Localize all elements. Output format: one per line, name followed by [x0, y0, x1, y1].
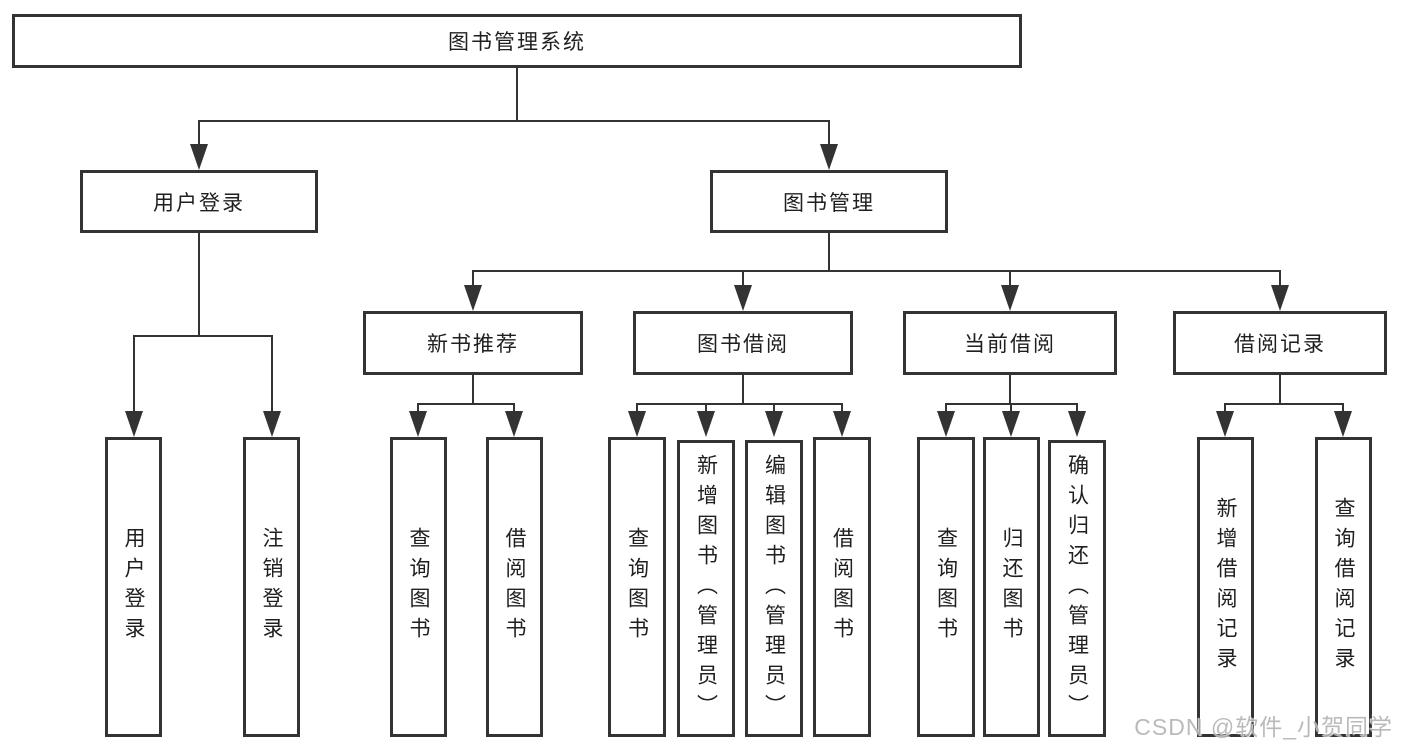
arrow-head [937, 411, 955, 437]
connector-line [841, 403, 843, 411]
node-borrowing-records: 借阅记录 [1173, 311, 1387, 375]
connector-line [742, 375, 744, 405]
node-user-login: 用户登录 [80, 170, 318, 233]
connector-line [198, 120, 200, 144]
connector-line [513, 403, 515, 411]
connector-line [1279, 375, 1281, 405]
node-label: 归还图书 [1000, 527, 1023, 647]
watermark: CSDN @软件_小贺同学 [1134, 714, 1393, 740]
arrow-head [697, 411, 715, 437]
node-root-library-management-system: 图书管理系统 [12, 14, 1022, 68]
connector-line [198, 233, 200, 337]
node-current-borrowing: 当前借阅 [903, 311, 1117, 375]
leaf-add-borrow-record: 新增借阅记录 [1197, 437, 1254, 737]
connector-line [828, 233, 830, 272]
node-label: 查询图书 [934, 527, 958, 647]
arrow-head [628, 411, 646, 437]
arrow-head [765, 411, 783, 437]
node-label: 借阅图书 [830, 527, 854, 647]
arrow-head [1271, 285, 1289, 311]
arrow-head [734, 285, 752, 311]
leaf-query-books: 查询图书 [917, 437, 975, 737]
connector-line [133, 335, 135, 411]
arrow-head [833, 411, 851, 437]
arrow-head [190, 144, 208, 170]
leaf-add-books-admin: 新增图书（管理员） [677, 440, 735, 737]
leaf-query-books: 查询图书 [608, 437, 666, 737]
connector-line [472, 375, 474, 405]
connector-line [198, 120, 830, 122]
node-label: 查询借阅记录 [1332, 497, 1355, 677]
leaf-query-borrow-record: 查询借阅记录 [1315, 437, 1372, 737]
node-label: 注销登录 [260, 527, 283, 647]
node-book-management: 图书管理 [710, 170, 948, 233]
arrow-head [1002, 411, 1020, 437]
arrow-head [125, 411, 143, 437]
connector-line [417, 403, 419, 411]
node-label: 查询图书 [625, 527, 649, 647]
arrow-head [505, 411, 523, 437]
leaf-borrow-books: 借阅图书 [486, 437, 543, 737]
connector-line [1342, 403, 1344, 411]
connector-line [1009, 375, 1011, 405]
node-label: 新增借阅记录 [1214, 497, 1237, 677]
arrow-head [1068, 411, 1086, 437]
connector-line [773, 403, 775, 411]
connector-line [1010, 403, 1012, 411]
connector-line [1224, 403, 1226, 411]
arrow-head [1334, 411, 1352, 437]
node-label: 确认归还（管理员） [1065, 453, 1089, 724]
node-book-borrowing: 图书借阅 [633, 311, 853, 375]
leaf-return-books: 归还图书 [983, 437, 1040, 737]
connector-line [1279, 270, 1281, 285]
leaf-borrow-books: 借阅图书 [813, 437, 871, 737]
connector-line [1009, 270, 1011, 285]
arrow-head [263, 411, 281, 437]
connector-line [472, 270, 1281, 272]
leaf-query-books: 查询图书 [390, 437, 447, 737]
arrow-head [1001, 285, 1019, 311]
connector-line [636, 403, 638, 411]
node-label: 借阅图书 [503, 527, 526, 647]
connector-line [1076, 403, 1078, 411]
arrow-head [464, 285, 482, 311]
node-label: 查询图书 [407, 527, 430, 647]
arrow-head [409, 411, 427, 437]
connector-line [1224, 403, 1344, 405]
node-label: 新增图书（管理员） [694, 453, 718, 724]
arrow-head [820, 144, 838, 170]
leaf-logout: 注销登录 [243, 437, 300, 737]
connector-line [742, 270, 744, 285]
connector-line [271, 335, 273, 411]
leaf-edit-books-admin: 编辑图书（管理员） [745, 440, 803, 737]
connector-line [516, 68, 518, 122]
node-new-book-recommendation: 新书推荐 [363, 311, 583, 375]
arrow-head [1216, 411, 1234, 437]
leaf-confirm-return-admin: 确认归还（管理员） [1048, 440, 1106, 737]
connector-line [705, 403, 707, 411]
connector-line [472, 270, 474, 285]
connector-line [417, 403, 515, 405]
connector-line [133, 335, 273, 337]
connector-line [828, 120, 830, 144]
node-label: 用户登录 [122, 527, 145, 647]
node-label: 编辑图书（管理员） [762, 453, 786, 724]
leaf-user-login: 用户登录 [105, 437, 162, 737]
connector-line [636, 403, 843, 405]
connector-line [945, 403, 947, 411]
